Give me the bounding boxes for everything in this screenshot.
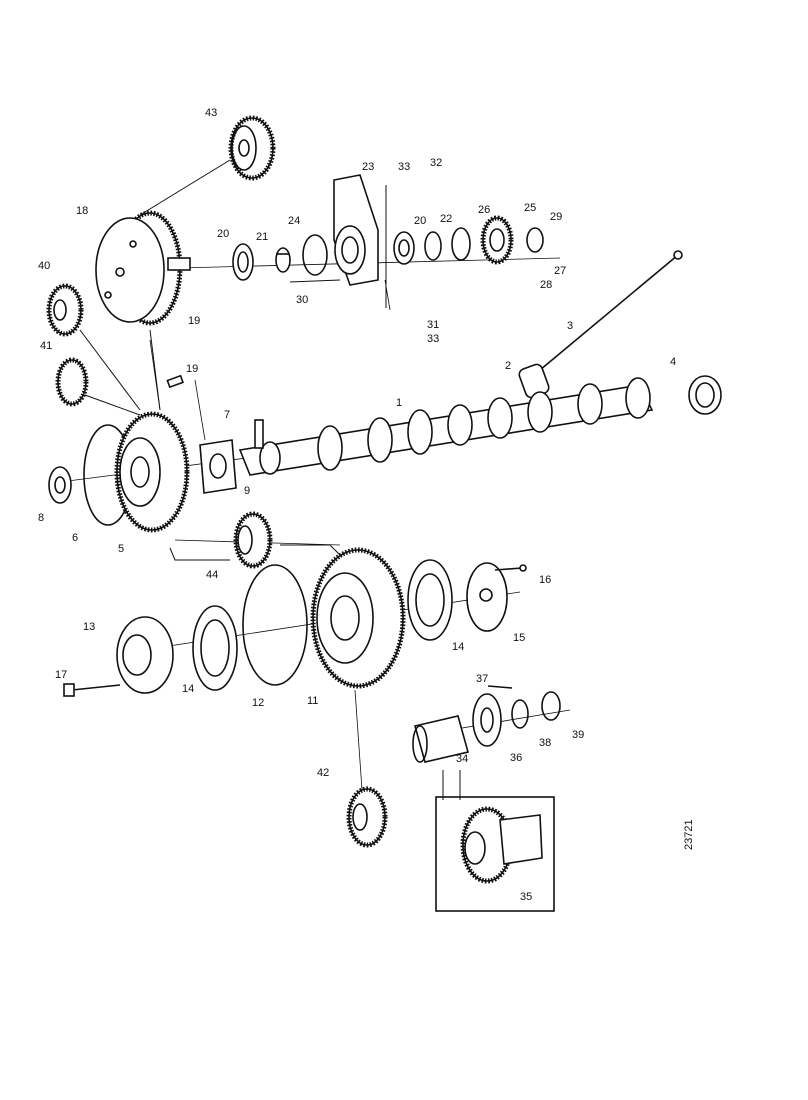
callout-24: 24 [288,215,300,227]
pushrod-3 [539,250,683,371]
callout-25: 25 [524,202,536,214]
callout-20a: 20 [217,228,229,240]
ring-22 [424,231,442,261]
callout-37: 37 [476,673,488,685]
callout-32: 32 [430,157,442,169]
key-7 [254,419,264,449]
plate-36 [472,693,502,747]
callout-33b: 33 [427,333,439,345]
callout-6: 6 [72,532,78,544]
hub-13 [116,616,174,694]
callout-4: 4 [670,356,676,368]
gear-11 [310,547,406,689]
plate-15 [466,562,508,632]
callout-8: 8 [38,512,44,524]
flange-9 [199,439,237,494]
bolt-16 [494,564,527,572]
washer-14-left [192,605,238,691]
ring-38 [511,699,529,729]
callout-17: 17 [55,669,67,681]
ring-39 [541,691,561,721]
callout-16: 16 [539,574,551,586]
callout-20b: 20 [414,215,426,227]
callout-7: 7 [224,409,230,421]
callout-31: 31 [427,319,439,331]
bushing-4 [688,375,722,415]
pin-37 [487,685,513,689]
screw-19 [166,374,184,389]
callout-39: 39 [572,729,584,741]
callout-21: 21 [256,231,268,243]
callout-41: 41 [40,340,52,352]
callout-30: 30 [296,294,308,306]
callout-5: 5 [118,543,124,555]
callout-35: 35 [520,891,532,903]
ring-24 [302,234,328,276]
tube-34 [412,715,469,763]
bracket-23 [289,174,379,286]
callout-23: 23 [362,161,374,173]
camshaft-gear-5 [114,411,190,533]
callout-14b: 14 [182,683,194,695]
gear-25 [480,215,514,265]
bolt-17 [63,683,121,697]
snap-ring-12 [242,564,308,686]
drawing-code: 23721 [683,819,695,850]
callout-3: 3 [567,320,573,332]
callout-26: 26 [478,204,490,216]
gear-18 [95,210,191,326]
spacer-21 [275,247,291,273]
callout-2: 2 [505,360,511,372]
callout-29: 29 [550,211,562,223]
callout-44: 44 [206,569,218,581]
callout-18: 18 [76,205,88,217]
callout-33a: 33 [398,161,410,173]
callout-34: 34 [456,753,468,765]
callout-13: 13 [83,621,95,633]
leader-lines [149,185,387,561]
callout-38: 38 [539,737,551,749]
gear-44 [233,511,273,569]
nut-8 [48,466,72,504]
washer-14-right [407,559,453,641]
callout-12: 12 [252,697,264,709]
gear-43 [139,115,276,216]
gear-40 [46,283,84,337]
detail-inset-35 [435,770,555,912]
callout-27: 27 [554,265,566,277]
bearing-20-right [393,231,415,265]
callout-1: 1 [396,397,402,409]
ring-26 [451,227,471,261]
callout-43: 43 [205,107,217,119]
callout-19a: 19 [188,315,200,327]
gear-42 [346,786,388,848]
callout-36: 36 [510,752,522,764]
callout-9: 9 [244,485,250,497]
callout-labels: 43 23 33 32 18 20 21 24 20 22 26 25 29 4… [38,107,676,903]
gear-41 [55,329,141,416]
camshaft-1 [238,377,654,476]
callout-14a: 14 [452,641,464,653]
callout-19b: 19 [186,363,198,375]
callout-11: 11 [307,695,318,707]
callout-22: 22 [440,213,452,225]
washer-29 [526,227,544,253]
bearing-20-left [232,243,254,281]
callout-40: 40 [38,260,50,272]
callout-15: 15 [513,632,525,644]
callout-42: 42 [317,767,329,779]
callout-28: 28 [540,279,552,291]
